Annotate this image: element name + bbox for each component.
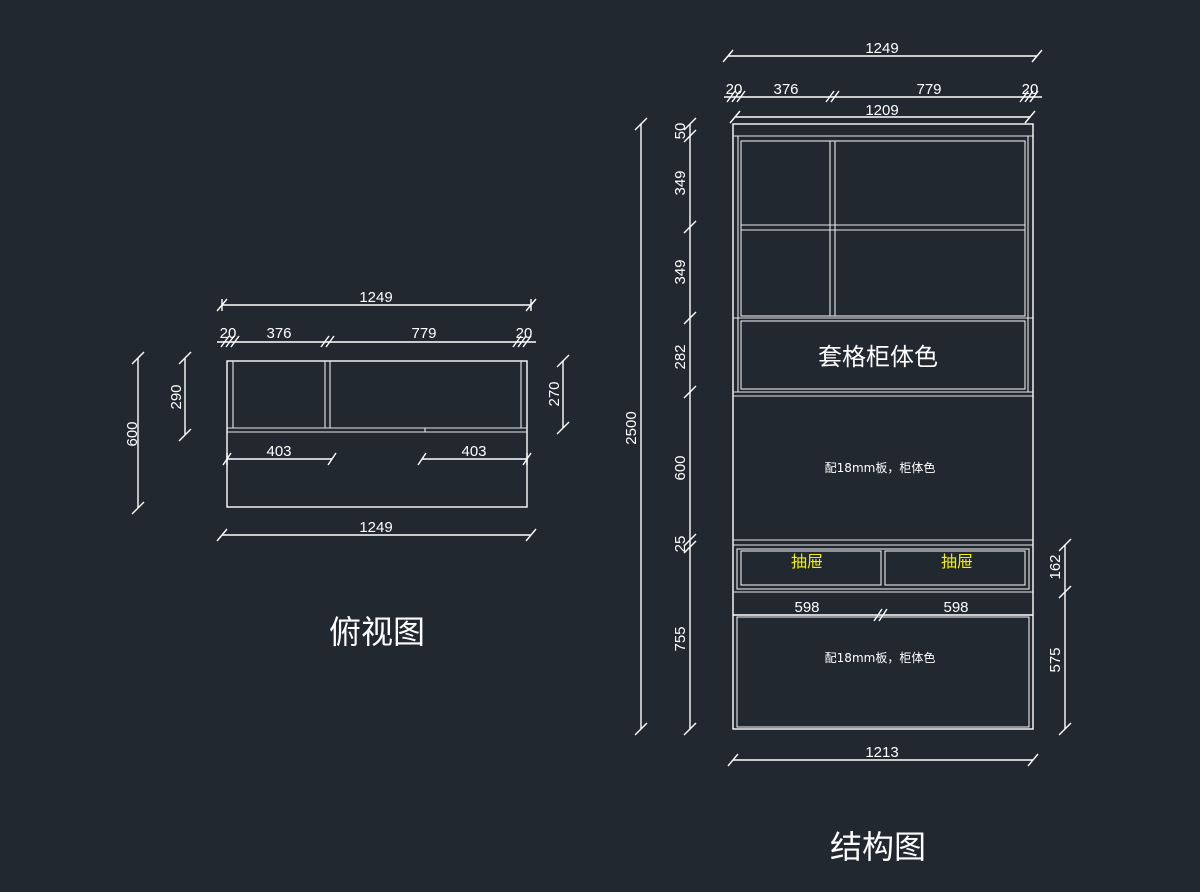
- top-right-bay-label: 779: [411, 325, 436, 342]
- top-depth-upper-label: 290: [168, 384, 185, 409]
- struct-block-label: 套格柜体色: [818, 343, 938, 371]
- struct-right-bay-label: 779: [916, 81, 941, 98]
- struct-h-bottom-label: 755: [672, 626, 689, 651]
- top-bottom-width-label: 1249: [359, 519, 392, 536]
- struct-drawer-left-label: 抽屉: [791, 552, 823, 571]
- top-view-title: 俯视图: [329, 613, 425, 651]
- struct-inner-width-label: 1209: [865, 102, 898, 119]
- struct-h-shelf2-label: 349: [672, 259, 689, 284]
- top-depth-total-label: 600: [124, 421, 141, 446]
- top-drawer-left-label: 403: [266, 443, 291, 460]
- struct-h-rail-label: 25: [672, 536, 689, 553]
- struct-h-drawer-label: 162: [1047, 554, 1064, 579]
- top-overall-width-label: 1249: [359, 289, 392, 306]
- struct-h-open-label: 600: [672, 455, 689, 480]
- structure-title: 结构图: [830, 828, 926, 866]
- top-drawer-right-label: 403: [461, 443, 486, 460]
- top-left-edge-label: 20: [220, 325, 237, 342]
- struct-left-bay-label: 376: [773, 81, 798, 98]
- struct-h-block-label: 282: [672, 344, 689, 369]
- struct-drawer-w-left-label: 598: [794, 599, 819, 616]
- struct-bottom-width-label: 1213: [865, 744, 898, 761]
- struct-total-height-label: 2500: [623, 411, 640, 444]
- struct-h-base-label: 575: [1047, 647, 1064, 672]
- struct-h-shelf1-label: 349: [672, 170, 689, 195]
- top-left-bay-label: 376: [266, 325, 291, 342]
- struct-overall-width-label: 1249: [865, 40, 898, 57]
- struct-base-note: 配18mm板，柜体色: [825, 651, 936, 665]
- struct-drawer-right-label: 抽屉: [941, 552, 973, 571]
- struct-open-note: 配18mm板，柜体色: [825, 461, 936, 475]
- top-right-edge-label: 20: [516, 325, 533, 342]
- top-view: 1249 20 376 779 20 403 403: [124, 289, 570, 651]
- struct-right-edge-label: 20: [1022, 81, 1039, 98]
- struct-drawer-w-right-label: 598: [943, 599, 968, 616]
- structure-view: 1249 20 376 779 20 1209 套格柜体: [623, 40, 1072, 866]
- top-depth-right-label: 270: [546, 381, 563, 406]
- struct-left-edge-label: 20: [726, 81, 743, 98]
- struct-h-top-label: 50: [672, 123, 689, 140]
